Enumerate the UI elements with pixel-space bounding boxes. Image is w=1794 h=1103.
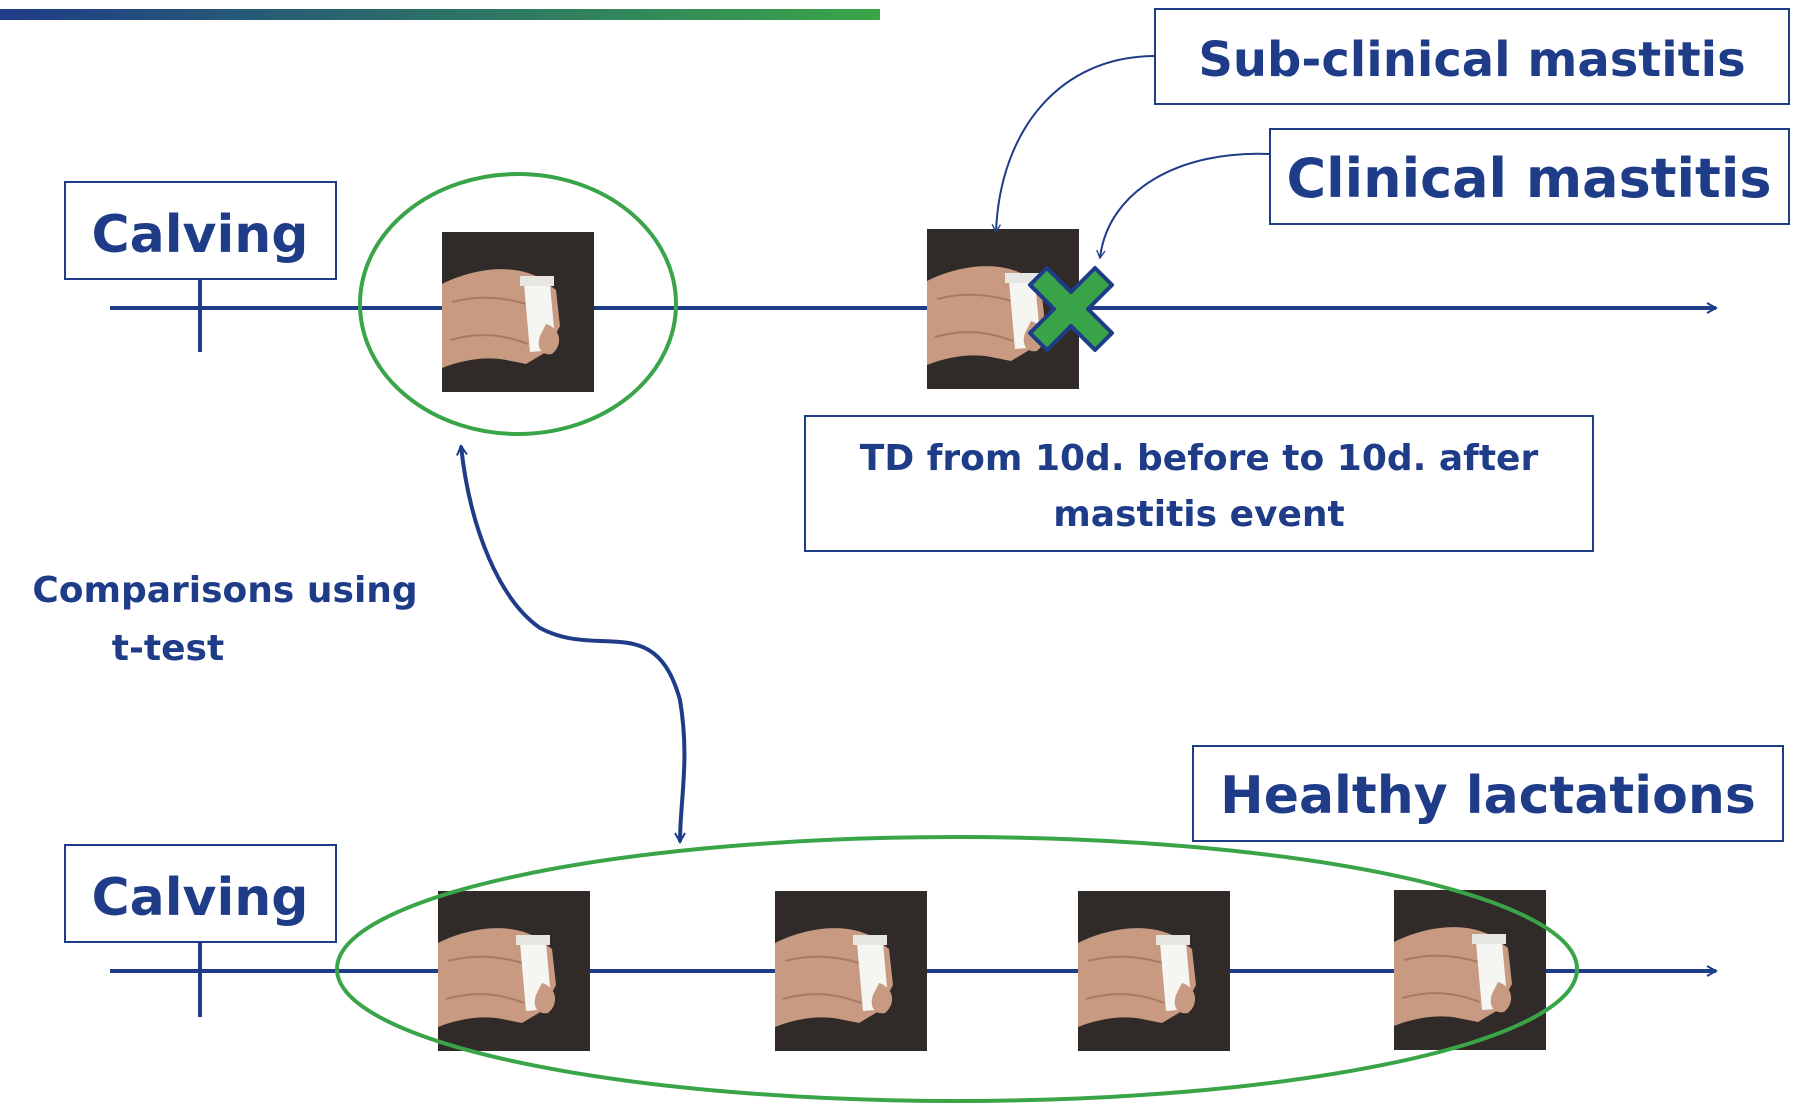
subclinical-pointer-arrow bbox=[991, 55, 1156, 234]
comparisons-label-line2: t-test bbox=[112, 628, 224, 669]
header-accent-bar bbox=[0, 9, 880, 20]
top-sample-photo bbox=[441, 231, 595, 393]
healthy-sample-photo-1 bbox=[437, 890, 591, 1052]
comparison-arrow bbox=[461, 446, 687, 842]
healthy-lactations-label: Healthy lactations bbox=[1220, 766, 1756, 826]
td-window-label-line1: TD from 10d. before to 10d. after bbox=[860, 438, 1539, 479]
top-calving-label-box: Calving bbox=[64, 181, 337, 280]
healthy-samples-ellipse bbox=[335, 835, 1579, 1103]
comparisons-label-line1: Comparisons using bbox=[32, 570, 417, 611]
healthy-sample-photo-2 bbox=[774, 890, 928, 1052]
clinical-label: Clinical mastitis bbox=[1287, 147, 1772, 210]
subclinical-label-box: Sub-clinical mastitis bbox=[1154, 8, 1790, 105]
bottom-calving-label: Calving bbox=[91, 868, 308, 928]
clinical-pointer-arrow bbox=[1096, 152, 1271, 260]
bottom-calving-label-box: Calving bbox=[64, 844, 337, 943]
td-window-label-line2: mastitis event bbox=[1053, 494, 1344, 535]
top-calving-label: Calving bbox=[91, 205, 308, 265]
clinical-label-box: Clinical mastitis bbox=[1269, 128, 1790, 225]
top-baseline-sample-ellipse bbox=[358, 172, 678, 436]
subclinical-label: Sub-clinical mastitis bbox=[1198, 32, 1745, 88]
td-window-label-box: TD from 10d. before to 10d. after mastit… bbox=[804, 415, 1594, 552]
healthy-lactations-label-box: Healthy lactations bbox=[1192, 745, 1784, 842]
cross-marker-icon bbox=[1027, 265, 1115, 353]
healthy-sample-photo-3 bbox=[1077, 890, 1231, 1052]
